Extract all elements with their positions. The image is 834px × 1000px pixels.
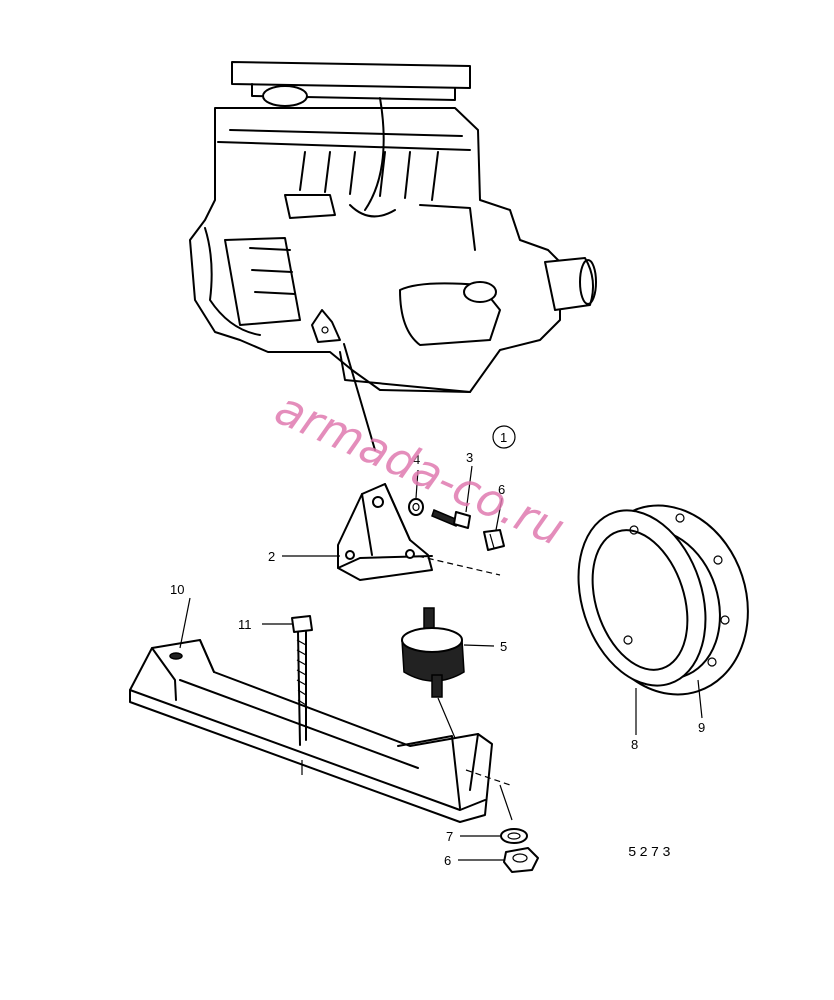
callout-8: 8 [631, 737, 638, 752]
callout-circle-1: 1 [500, 430, 507, 445]
leader-lines [179, 465, 703, 861]
bolt-3 [431, 508, 471, 529]
washer-4 [408, 498, 424, 516]
callout-11: 11 [238, 617, 252, 632]
callout-5: 5 [500, 639, 507, 654]
engine [189, 61, 597, 451]
callout-3: 3 [466, 450, 473, 465]
callout-6-top: 6 [498, 482, 505, 497]
watermark: armada-co.ru [268, 381, 573, 557]
callout-labels: 1 3 4 6 2 5 10 11 8 9 7 6 5273 [170, 425, 705, 868]
callout-6-bottom: 6 [444, 853, 451, 868]
flywheel-housing-ring [577, 504, 749, 696]
callout-10: 10 [170, 582, 184, 597]
mounting-bracket [337, 483, 501, 581]
nut-6-bottom [503, 847, 539, 873]
callout-2: 2 [268, 549, 275, 564]
callout-7: 7 [446, 829, 453, 844]
bolt-11 [291, 615, 313, 775]
callout-4: 4 [413, 452, 420, 467]
figure-number: 5273 [628, 845, 674, 861]
callout-9: 9 [698, 720, 705, 735]
rubber-mount-5 [401, 607, 465, 739]
nut-6-top [483, 529, 505, 551]
washer-7 [500, 828, 528, 844]
cross-member-10 [129, 639, 513, 823]
